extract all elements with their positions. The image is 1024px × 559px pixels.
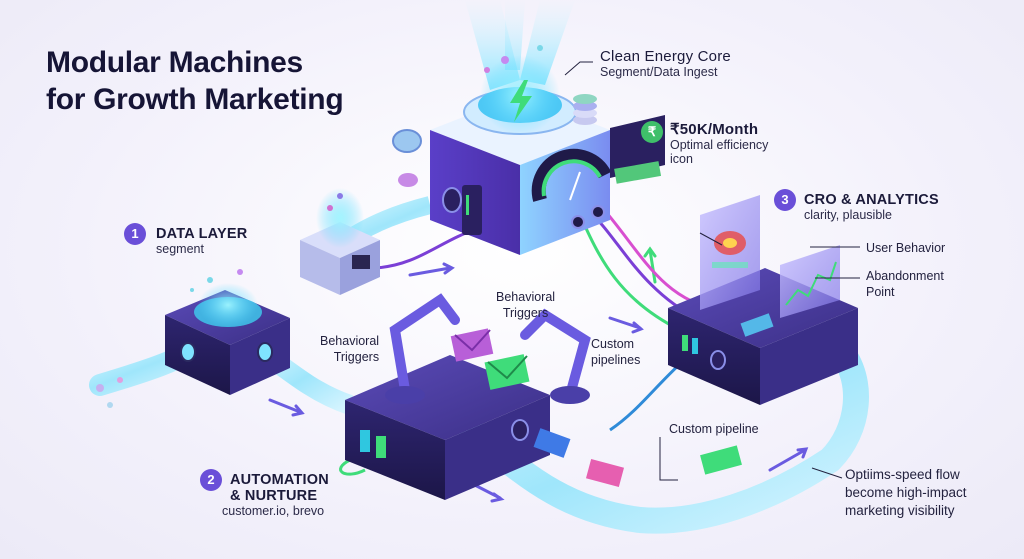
gauge-icon [531,148,612,202]
envelope-icon [533,428,571,458]
data-layer-sub: segment [156,242,204,256]
envelope-icon [484,354,530,390]
annotation-custom-pipeline: Custom pipeline [669,422,759,436]
annotation-flow: Optiims-speed flow become high-impact ma… [845,466,967,520]
annotation-flow-line-2: become high-impact [845,485,967,500]
particles [96,45,543,408]
title-line-1: Modular Machines [46,46,303,79]
automation-heading-1: AUTOMATION [230,472,329,488]
annotation-custom-pipelines-line-2: pipelines [591,353,641,367]
callout-user-behavior: User Behavior [866,241,946,255]
budget-heading: ₹50K/Month [670,121,759,138]
leader-lines [564,61,860,481]
annotation-behavioral-top-line-1: Behavioral [496,290,556,304]
annotation-flow-line-1: Optiims-speed flow [845,467,960,482]
connector-machine [300,188,380,295]
chart-screen-icon [780,245,840,318]
title-line-2: for Growth Marketing [46,83,344,116]
cro-label: CRO & ANALYTICS clarity, plausible [804,192,939,222]
data-layer-label: DATA LAYER segment [156,226,247,256]
annotation-behavioral-triggers-left: Behavioral Triggers [320,333,379,365]
cro-analytics-machine [668,195,858,405]
cro-sub: clarity, plausible [804,208,893,222]
core-heading: Clean Energy Core [600,48,731,65]
data-layer-machine [165,283,290,395]
bottom-flow-tube [457,337,869,534]
envelope-icon [450,328,494,362]
rupee-badge-icon: ₹ [641,121,663,143]
budget-sub-1: Optimal efficiency [670,138,769,152]
annotation-behavioral-left-line-1: Behavioral [320,334,380,348]
core-label: Clean Energy Core Segment/Data Ingest [600,48,731,79]
step-badge-1: 1 [124,223,146,245]
data-layer-heading: DATA LAYER [156,226,248,242]
automation-machine [345,293,591,500]
automation-heading-2: & NURTURE [230,488,318,504]
annotation-behavioral-left-line-2: Triggers [333,350,380,364]
lightning-icon [510,80,532,122]
page-title: Modular Machines for Growth Marketing [46,44,344,118]
core-subheading: Segment/Data Ingest [600,65,718,79]
callout-abandonment: Abandonment Point [866,268,944,300]
rupee-coin-icon [392,129,422,187]
cro-heading: CRO & ANALYTICS [804,192,939,208]
annotation-flow-line-3: marketing visibility [845,503,955,518]
step-badge-2: 2 [200,469,222,491]
automation-sub: customer.io, brevo [222,504,325,518]
callout-abandonment-line-1: Abandonment [866,269,944,283]
clean-energy-core-machine [430,55,612,255]
energy-beam [505,0,525,70]
budget-sub-2: icon [670,152,693,166]
envelope-icon [700,445,742,475]
annotation-custom-pipelines: Custom pipelines [591,336,640,368]
heatmap-screen-icon [700,195,760,310]
annotation-behavioral-top-line-2: Triggers [502,306,549,320]
annotation-custom-pipelines-line-1: Custom [591,337,635,351]
automation-label: AUTOMATION & NURTURE customer.io, brevo [222,472,329,518]
budget-label: ₹50K/Month Optimal efficiency icon [670,120,768,166]
envelope-icon [585,458,625,488]
step-badge-3: 3 [774,189,796,211]
callout-abandonment-line-2: Point [866,285,895,299]
annotation-behavioral-triggers-top: Behavioral Triggers [496,289,555,321]
